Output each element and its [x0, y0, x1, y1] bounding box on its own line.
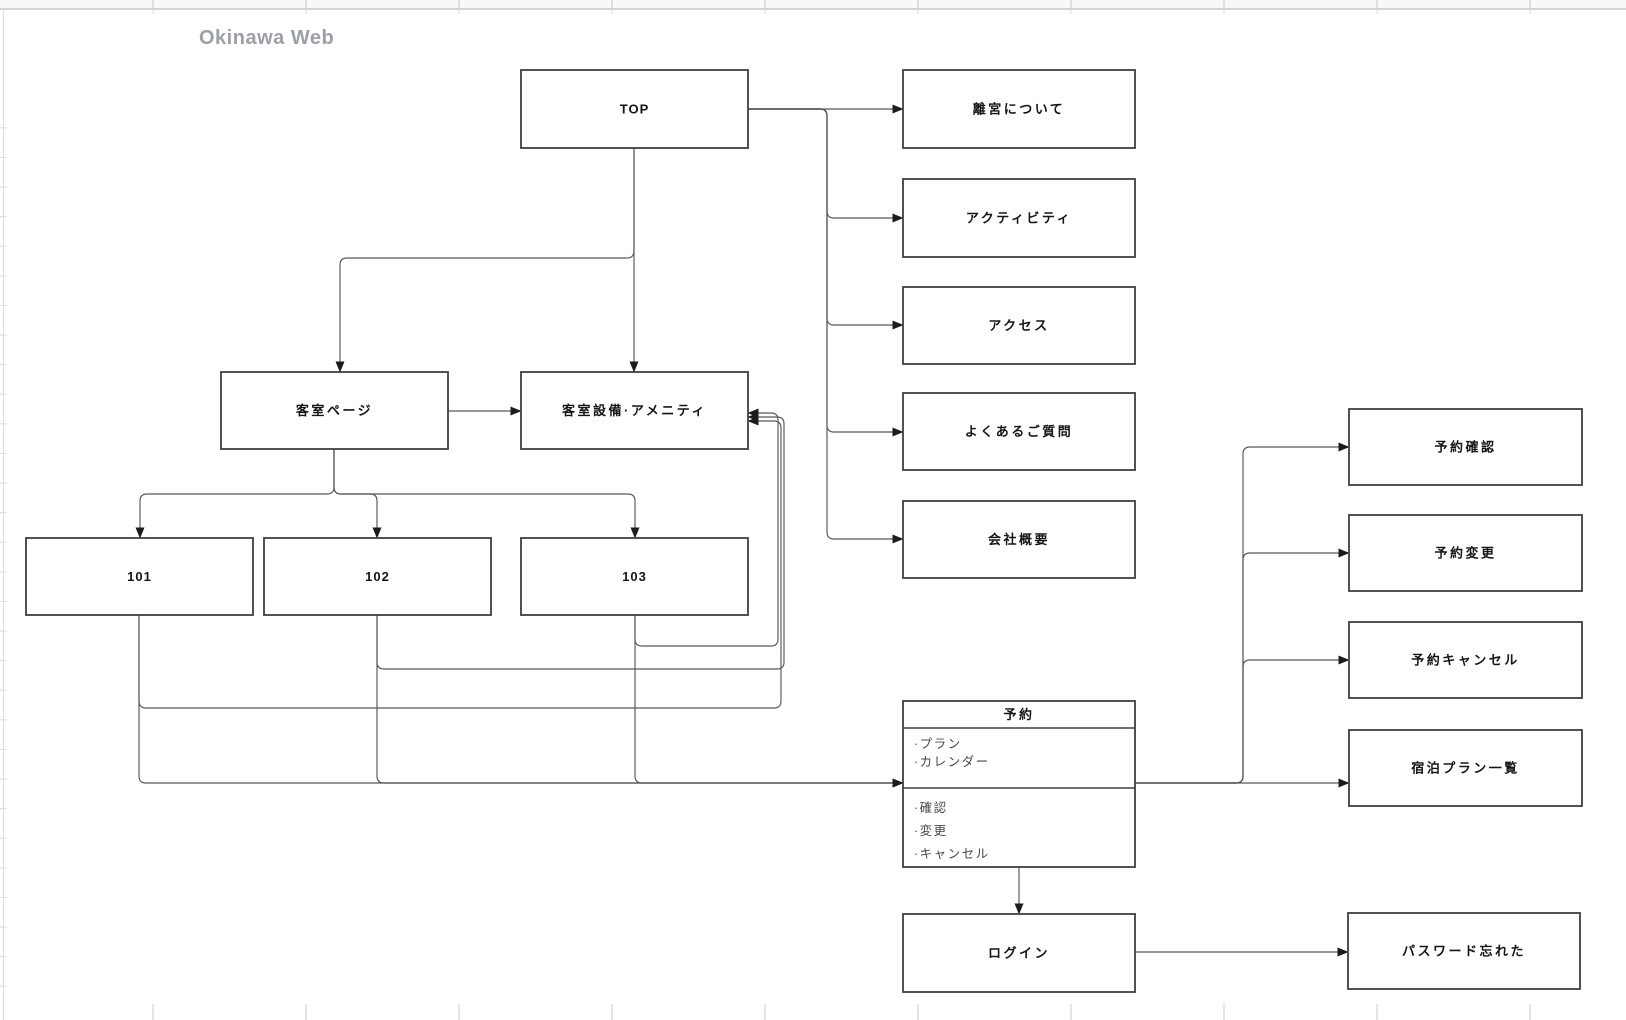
node-box — [1348, 514, 1583, 592]
node-label: 予約キャンセル — [1411, 653, 1520, 668]
node-reservation[interactable]: 予約 ·プラン ·カレンダー ·確認 ·変更 ·キャンセル — [902, 700, 1136, 868]
node-access[interactable]: アクセス — [902, 286, 1136, 365]
node-box — [902, 178, 1136, 258]
node-box — [263, 537, 492, 616]
node-rooms[interactable]: 客室ページ — [220, 371, 449, 450]
node-label: 客室設備·アメニティ — [562, 403, 707, 418]
node-label: パスワード忘れた — [1402, 944, 1526, 959]
node-box — [902, 700, 1136, 868]
node-label: 102 — [365, 569, 390, 584]
section-item: ·プラン — [914, 737, 962, 751]
node-room103[interactable]: 103 — [520, 537, 749, 616]
node-reserve-cancel[interactable]: 予約キャンセル — [1348, 621, 1583, 699]
node-activity[interactable]: アクティビティ — [902, 178, 1136, 258]
node-box — [220, 371, 449, 450]
node-header-label: 予約 — [1003, 707, 1034, 722]
node-faq[interactable]: よくあるご質問 — [902, 392, 1136, 471]
node-box — [902, 392, 1136, 471]
node-box — [1348, 621, 1583, 699]
connector-room103-to-reservation — [634, 615, 904, 788]
connector-room102-to-reservation — [376, 615, 904, 788]
node-box — [520, 69, 749, 149]
node-reserve-confirm[interactable]: 予約確認 — [1348, 408, 1583, 486]
node-box — [25, 537, 254, 616]
connector-top-to-activity — [748, 108, 904, 223]
section-item: ·変更 — [914, 823, 948, 838]
connector-room101-to-amenities — [138, 416, 782, 709]
node-box — [902, 500, 1136, 579]
connector-reservation-to-reserve-change — [1135, 548, 1350, 784]
connector-reservation-to-reserve-confirm — [1135, 442, 1350, 784]
node-label: 予約変更 — [1434, 546, 1496, 561]
connector-reservation-to-reserve-cancel — [1135, 655, 1350, 784]
node-box — [1348, 729, 1583, 807]
node-box — [902, 69, 1136, 149]
connector-room103-to-amenities — [634, 408, 779, 647]
connector-top-to-faq — [748, 108, 904, 437]
node-label: ログイン — [988, 946, 1050, 961]
node-amenities[interactable]: 客室設備·アメニティ — [520, 371, 749, 450]
node-label: アクティビティ — [966, 211, 1072, 226]
node-box — [520, 537, 749, 616]
node-box — [1347, 912, 1581, 990]
diagram-title[interactable]: Okinawa Web — [199, 27, 335, 49]
connector-room102-to-amenities — [376, 412, 785, 670]
node-label: よくあるご質問 — [965, 424, 1074, 439]
node-password-forgot[interactable]: パスワード忘れた — [1347, 912, 1581, 990]
node-plan-list[interactable]: 宿泊プラン一覧 — [1348, 729, 1583, 807]
connector-rooms-to-room101 — [135, 449, 335, 539]
node-reserve-change[interactable]: 予約変更 — [1348, 514, 1583, 592]
node-label: 宿泊プラン一覧 — [1411, 761, 1520, 776]
connector-lines — [135, 104, 1350, 957]
node-label: アクセス — [988, 318, 1049, 333]
node-room101[interactable]: 101 — [25, 537, 254, 616]
section-item: ·確認 — [914, 800, 948, 815]
node-label: 101 — [127, 569, 152, 584]
connector-top-to-company — [748, 108, 904, 544]
node-label: 予約確認 — [1434, 440, 1496, 455]
connector-top-to-rooms — [335, 148, 635, 373]
section-item: ·カレンダー — [914, 754, 990, 769]
node-login[interactable]: ログイン — [902, 913, 1136, 993]
node-box — [520, 371, 749, 450]
connector-rooms-to-room103 — [333, 449, 640, 539]
node-box — [902, 286, 1136, 365]
node-about[interactable]: 離宮について — [902, 69, 1136, 149]
node-box — [902, 913, 1136, 993]
section-item: ·キャンセル — [914, 847, 990, 861]
node-room102[interactable]: 102 — [263, 537, 492, 616]
connector-top-to-access — [748, 108, 904, 330]
node-label: 離宮について — [973, 102, 1066, 117]
node-label: TOP — [620, 102, 650, 117]
node-company[interactable]: 会社概要 — [902, 500, 1136, 579]
node-box — [1348, 408, 1583, 486]
node-label: 客室ページ — [296, 403, 373, 418]
node-label: 会社概要 — [988, 532, 1050, 547]
connector-room101-to-reservation — [138, 615, 904, 788]
node-label: 103 — [622, 569, 647, 584]
node-top[interactable]: TOP — [520, 69, 749, 149]
